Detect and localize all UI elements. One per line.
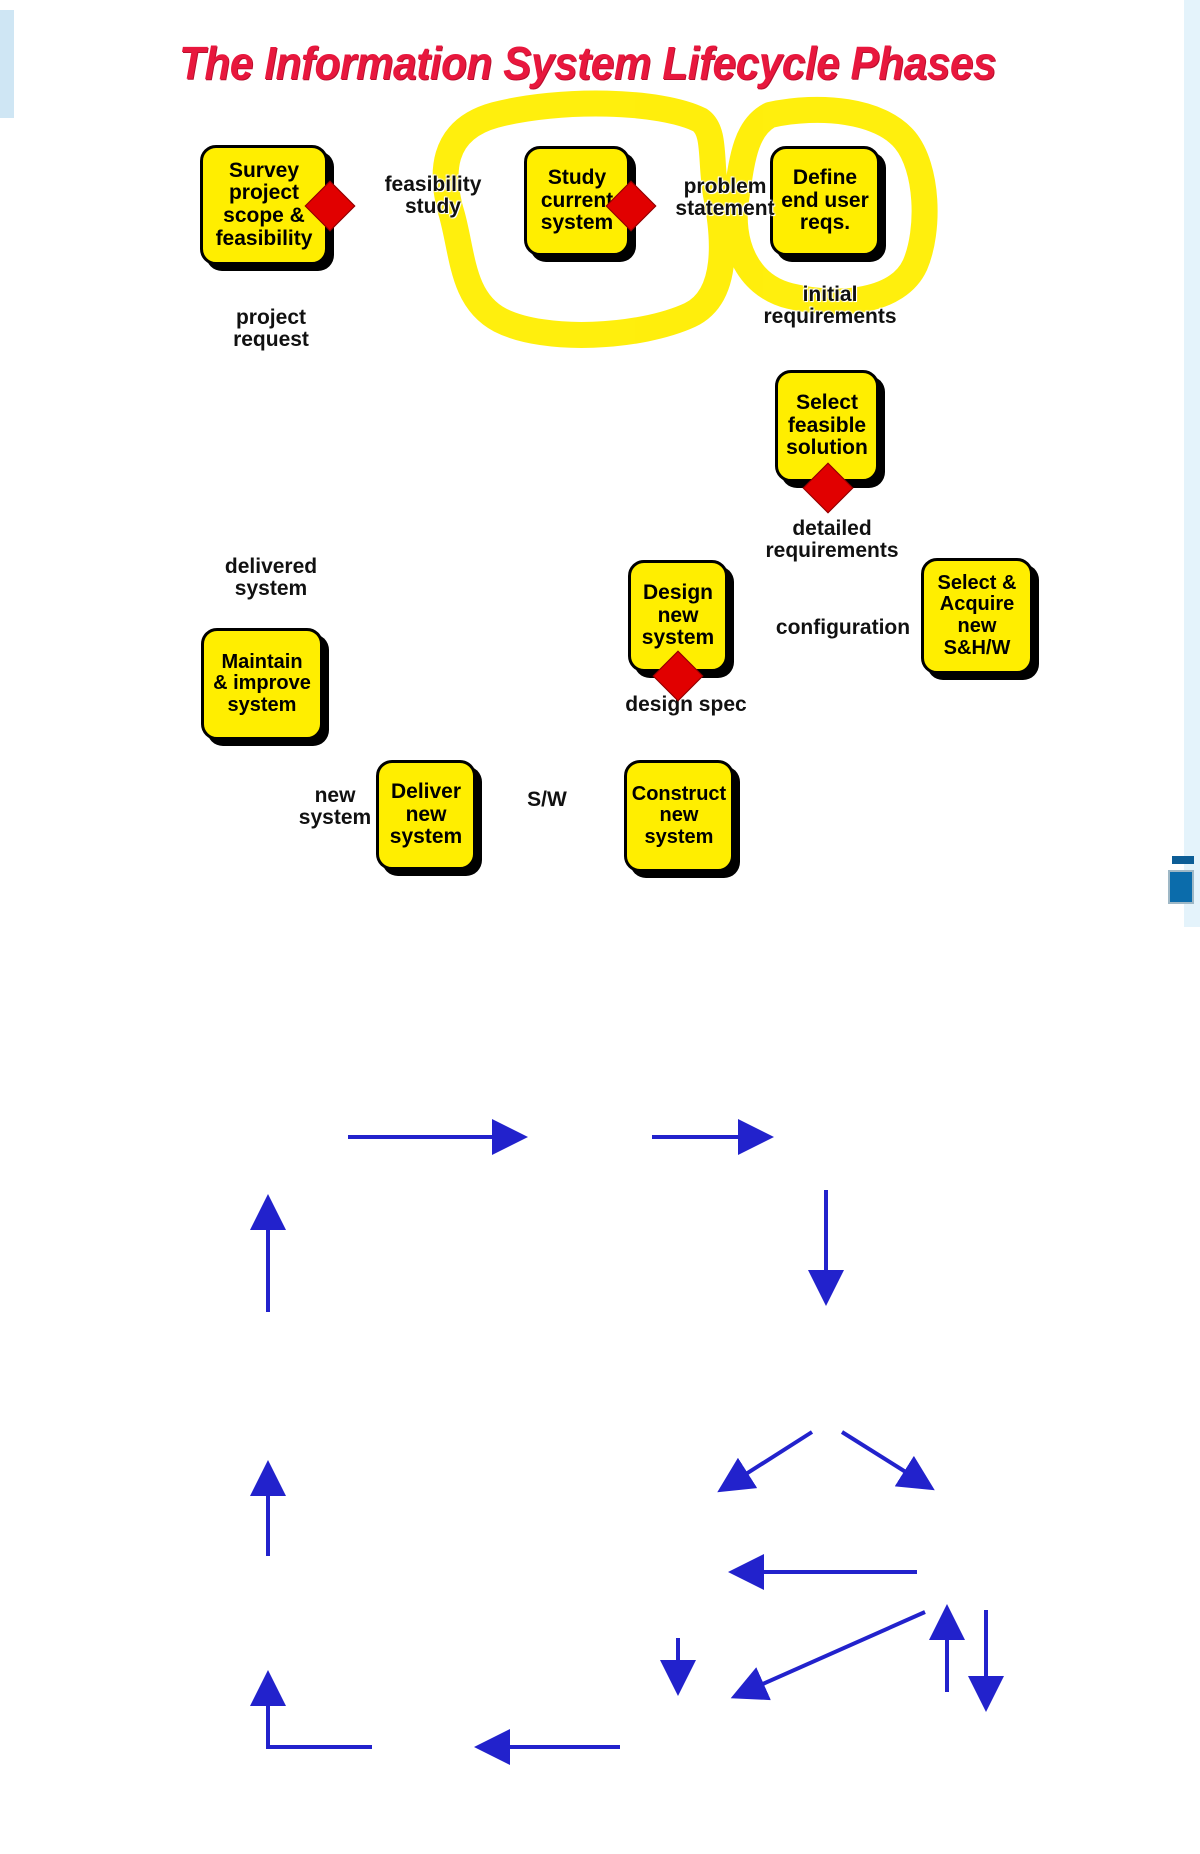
label-initial-requirements: initial requirements <box>763 283 897 329</box>
arrow-select-to-acquire <box>840 1430 935 1491</box>
arrow-deliver-to-maintain <box>250 1670 372 1749</box>
node-design-line3: system <box>641 626 715 650</box>
node-define-line2: end user <box>781 188 869 212</box>
highlighter-annotation-layer <box>432 90 938 348</box>
node-deliver-new-system[interactable]: Deliver new system <box>376 760 476 870</box>
node-select-line2: feasible <box>787 413 867 437</box>
node-design-line1: Design <box>642 580 713 604</box>
right-edge-marker-top <box>1172 856 1194 864</box>
node-select-line1: Select <box>796 390 858 414</box>
node-maintain-line1: Maintain <box>221 650 303 673</box>
node-construct-line1: Construct <box>631 782 727 805</box>
label-delivered-system: delivered system <box>224 555 318 601</box>
node-survey-line4: feasibility <box>215 226 313 250</box>
node-acquire-line1: Select & <box>937 571 1017 594</box>
node-study-line1: Study <box>547 165 607 189</box>
node-design-line2: new <box>657 603 699 627</box>
node-construct-line3: system <box>644 825 714 848</box>
label-feasibility-study: feasibility study <box>384 173 482 219</box>
node-design-new-system[interactable]: Design new system <box>628 560 728 672</box>
node-construct-new-system[interactable]: Construct new system <box>624 760 734 872</box>
node-define-line3: reqs. <box>799 211 851 235</box>
node-study-line3: system <box>540 211 614 235</box>
right-edge-strip <box>1184 0 1200 927</box>
label-problem-statement: problem statement <box>675 175 775 221</box>
highlighter-circle-study <box>432 90 735 348</box>
node-define-line1: Define <box>792 165 858 189</box>
left-edge-strip <box>0 10 14 118</box>
label-design-spec: design spec <box>625 693 747 716</box>
node-study-line2: current <box>540 188 614 212</box>
node-deliver-line2: new <box>405 802 447 826</box>
highlighter-circle-define <box>721 96 938 315</box>
node-deliver-line1: Deliver <box>390 779 462 803</box>
node-survey-line1: Survey <box>228 158 300 182</box>
node-select-acquire[interactable]: Select & Acquire new S&H/W <box>921 558 1033 674</box>
label-detailed-requirements: detailed requirements <box>765 517 899 563</box>
slide-title: The Information System Lifecycle Phases <box>178 37 996 89</box>
node-maintain-line2: & improve <box>213 672 311 695</box>
right-edge-marker <box>1168 870 1194 904</box>
label-configuration: configuration <box>775 616 911 639</box>
node-acquire-line3: new <box>957 615 997 637</box>
label-new-system: new system <box>298 784 372 830</box>
node-study[interactable]: Study current system <box>524 146 630 256</box>
label-project-request: project request <box>233 306 309 352</box>
node-survey-line2: project <box>228 181 299 205</box>
node-construct-line2: new <box>659 804 699 827</box>
node-survey-line3: scope & <box>223 204 305 227</box>
slide-canvas: The Information System Lifecycle Phases <box>0 0 1200 1765</box>
arrow-select-to-design <box>717 1430 814 1493</box>
node-maintain-improve-system[interactable]: Maintain & improve system <box>201 628 323 740</box>
node-maintain-line3: system <box>227 693 297 716</box>
arrow-acquire-to-construct <box>730 1610 926 1701</box>
node-select-line3: solution <box>786 436 868 460</box>
node-survey[interactable]: Survey project scope & feasibility <box>200 145 328 265</box>
label-sw: S/W <box>527 788 567 811</box>
node-define[interactable]: Define end user reqs. <box>770 146 880 256</box>
node-acquire-line4: S&H/W <box>943 636 1011 659</box>
node-deliver-line3: system <box>389 825 463 849</box>
node-acquire-line2: Acquire <box>939 593 1015 616</box>
connector-layer <box>250 1119 1004 1765</box>
